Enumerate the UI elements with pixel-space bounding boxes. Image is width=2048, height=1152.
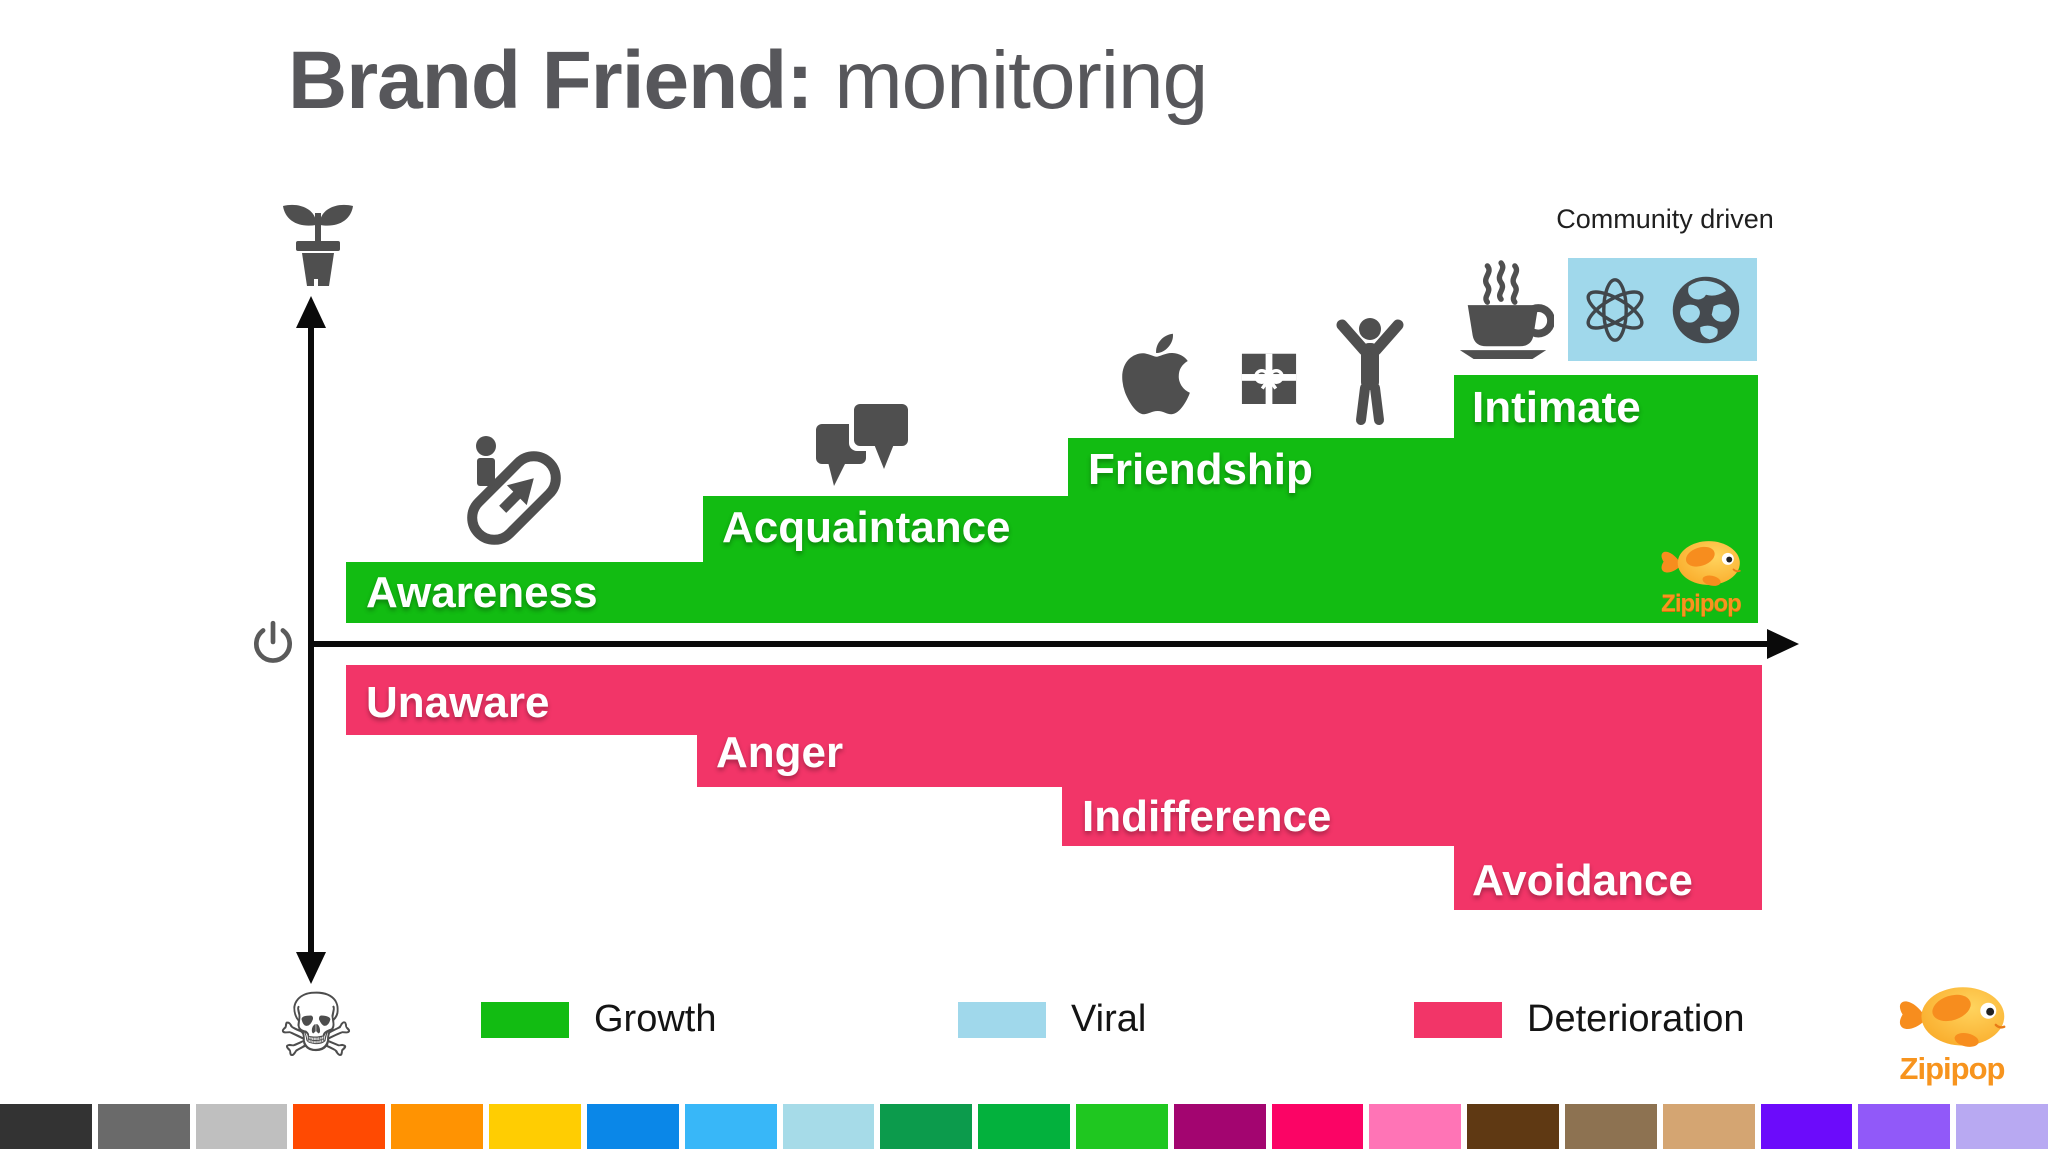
palette-color-swatch: [0, 1104, 92, 1149]
title-bold: Brand Friend:: [288, 35, 814, 126]
power-icon: [248, 618, 298, 670]
step-unaware: [346, 665, 697, 735]
palette-color-swatch: [684, 1104, 777, 1149]
palette-color-swatch: [1662, 1104, 1755, 1149]
step-indifference: [1062, 665, 1454, 846]
palette-color-swatch: [586, 1104, 679, 1149]
step-avoidance: [1454, 665, 1762, 910]
person-arms-raised-icon: [1330, 316, 1410, 426]
viral-community-box: [1568, 258, 1757, 361]
step-label-acquaintance: Acquaintance: [722, 503, 1011, 552]
legend-label-deterioration: Deterioration: [1527, 998, 1745, 1040]
zipipop-wordmark-green: Zipipop: [1661, 590, 1742, 617]
palette-color-swatch: [293, 1104, 386, 1149]
chat-bubbles-icon: [812, 398, 917, 490]
vertical-axis-up-arrowhead: [296, 296, 326, 328]
palette-color-swatch: [1173, 1104, 1266, 1149]
palette-color-swatch: [97, 1104, 190, 1149]
step-label-unaware: Unaware: [366, 678, 550, 727]
apple-logo-icon: [1120, 328, 1192, 420]
palette-color-swatch: [1956, 1104, 2048, 1149]
zipipop-fish-logo-green: [1652, 532, 1750, 592]
palette-color-swatch: [1565, 1104, 1657, 1149]
step-label-intimate: Intimate: [1472, 383, 1641, 432]
palette-color-swatch: [391, 1104, 484, 1149]
palette-color-swatch: [978, 1104, 1070, 1149]
step-label-anger: Anger: [716, 728, 844, 777]
skull-crossbones-icon: ☠: [276, 974, 356, 1077]
step-label-indifference: Indifference: [1082, 792, 1332, 841]
title-regular: monitoring: [812, 35, 1208, 126]
globe-icon: [1668, 272, 1744, 348]
step-label-avoidance: Avoidance: [1472, 856, 1693, 905]
gift-icon: [1240, 344, 1298, 406]
legend-swatch-deterioration: [1414, 1002, 1502, 1038]
step-label-friendship: Friendship: [1088, 445, 1313, 494]
vertical-axis-down-arrowhead: [296, 952, 326, 984]
legend-label-growth: Growth: [594, 998, 717, 1040]
coffee-cup-icon: [1456, 260, 1554, 360]
palette-color-swatch: [1271, 1104, 1364, 1149]
legend-label-viral: Viral: [1071, 998, 1147, 1040]
palette-color-swatch: [1467, 1104, 1559, 1149]
zipipop-wordmark-bottom: Zipipop: [1899, 1051, 2006, 1086]
palette-color-swatch: [782, 1104, 875, 1149]
palette-color-swatch: [1760, 1104, 1853, 1149]
palette-color-swatch: [195, 1104, 288, 1149]
atom-icon: [1576, 271, 1654, 349]
palette-color-swatch: [1075, 1104, 1168, 1149]
legend-swatch-growth: [481, 1002, 569, 1038]
community-driven-label: Community driven: [1556, 204, 1774, 234]
horizontal-axis-arrowhead: [1767, 629, 1799, 659]
zipipop-fish-logo-bottom: [1890, 975, 2015, 1055]
escalator-up-icon: [448, 428, 570, 553]
step-label-awareness: Awareness: [366, 568, 598, 617]
page-title: Brand Friend: monitoring: [288, 34, 1208, 128]
step-anger: [697, 665, 1062, 787]
horizontal-axis: [311, 641, 1773, 647]
palette-color-swatch: [489, 1104, 581, 1149]
color-palette-strip: [0, 1104, 2048, 1149]
palette-color-swatch: [1369, 1104, 1462, 1149]
palette-color-swatch: [1858, 1104, 1951, 1149]
plant-pot-icon: [268, 190, 368, 292]
palette-color-swatch: [880, 1104, 973, 1149]
legend-swatch-viral: [958, 1002, 1046, 1038]
